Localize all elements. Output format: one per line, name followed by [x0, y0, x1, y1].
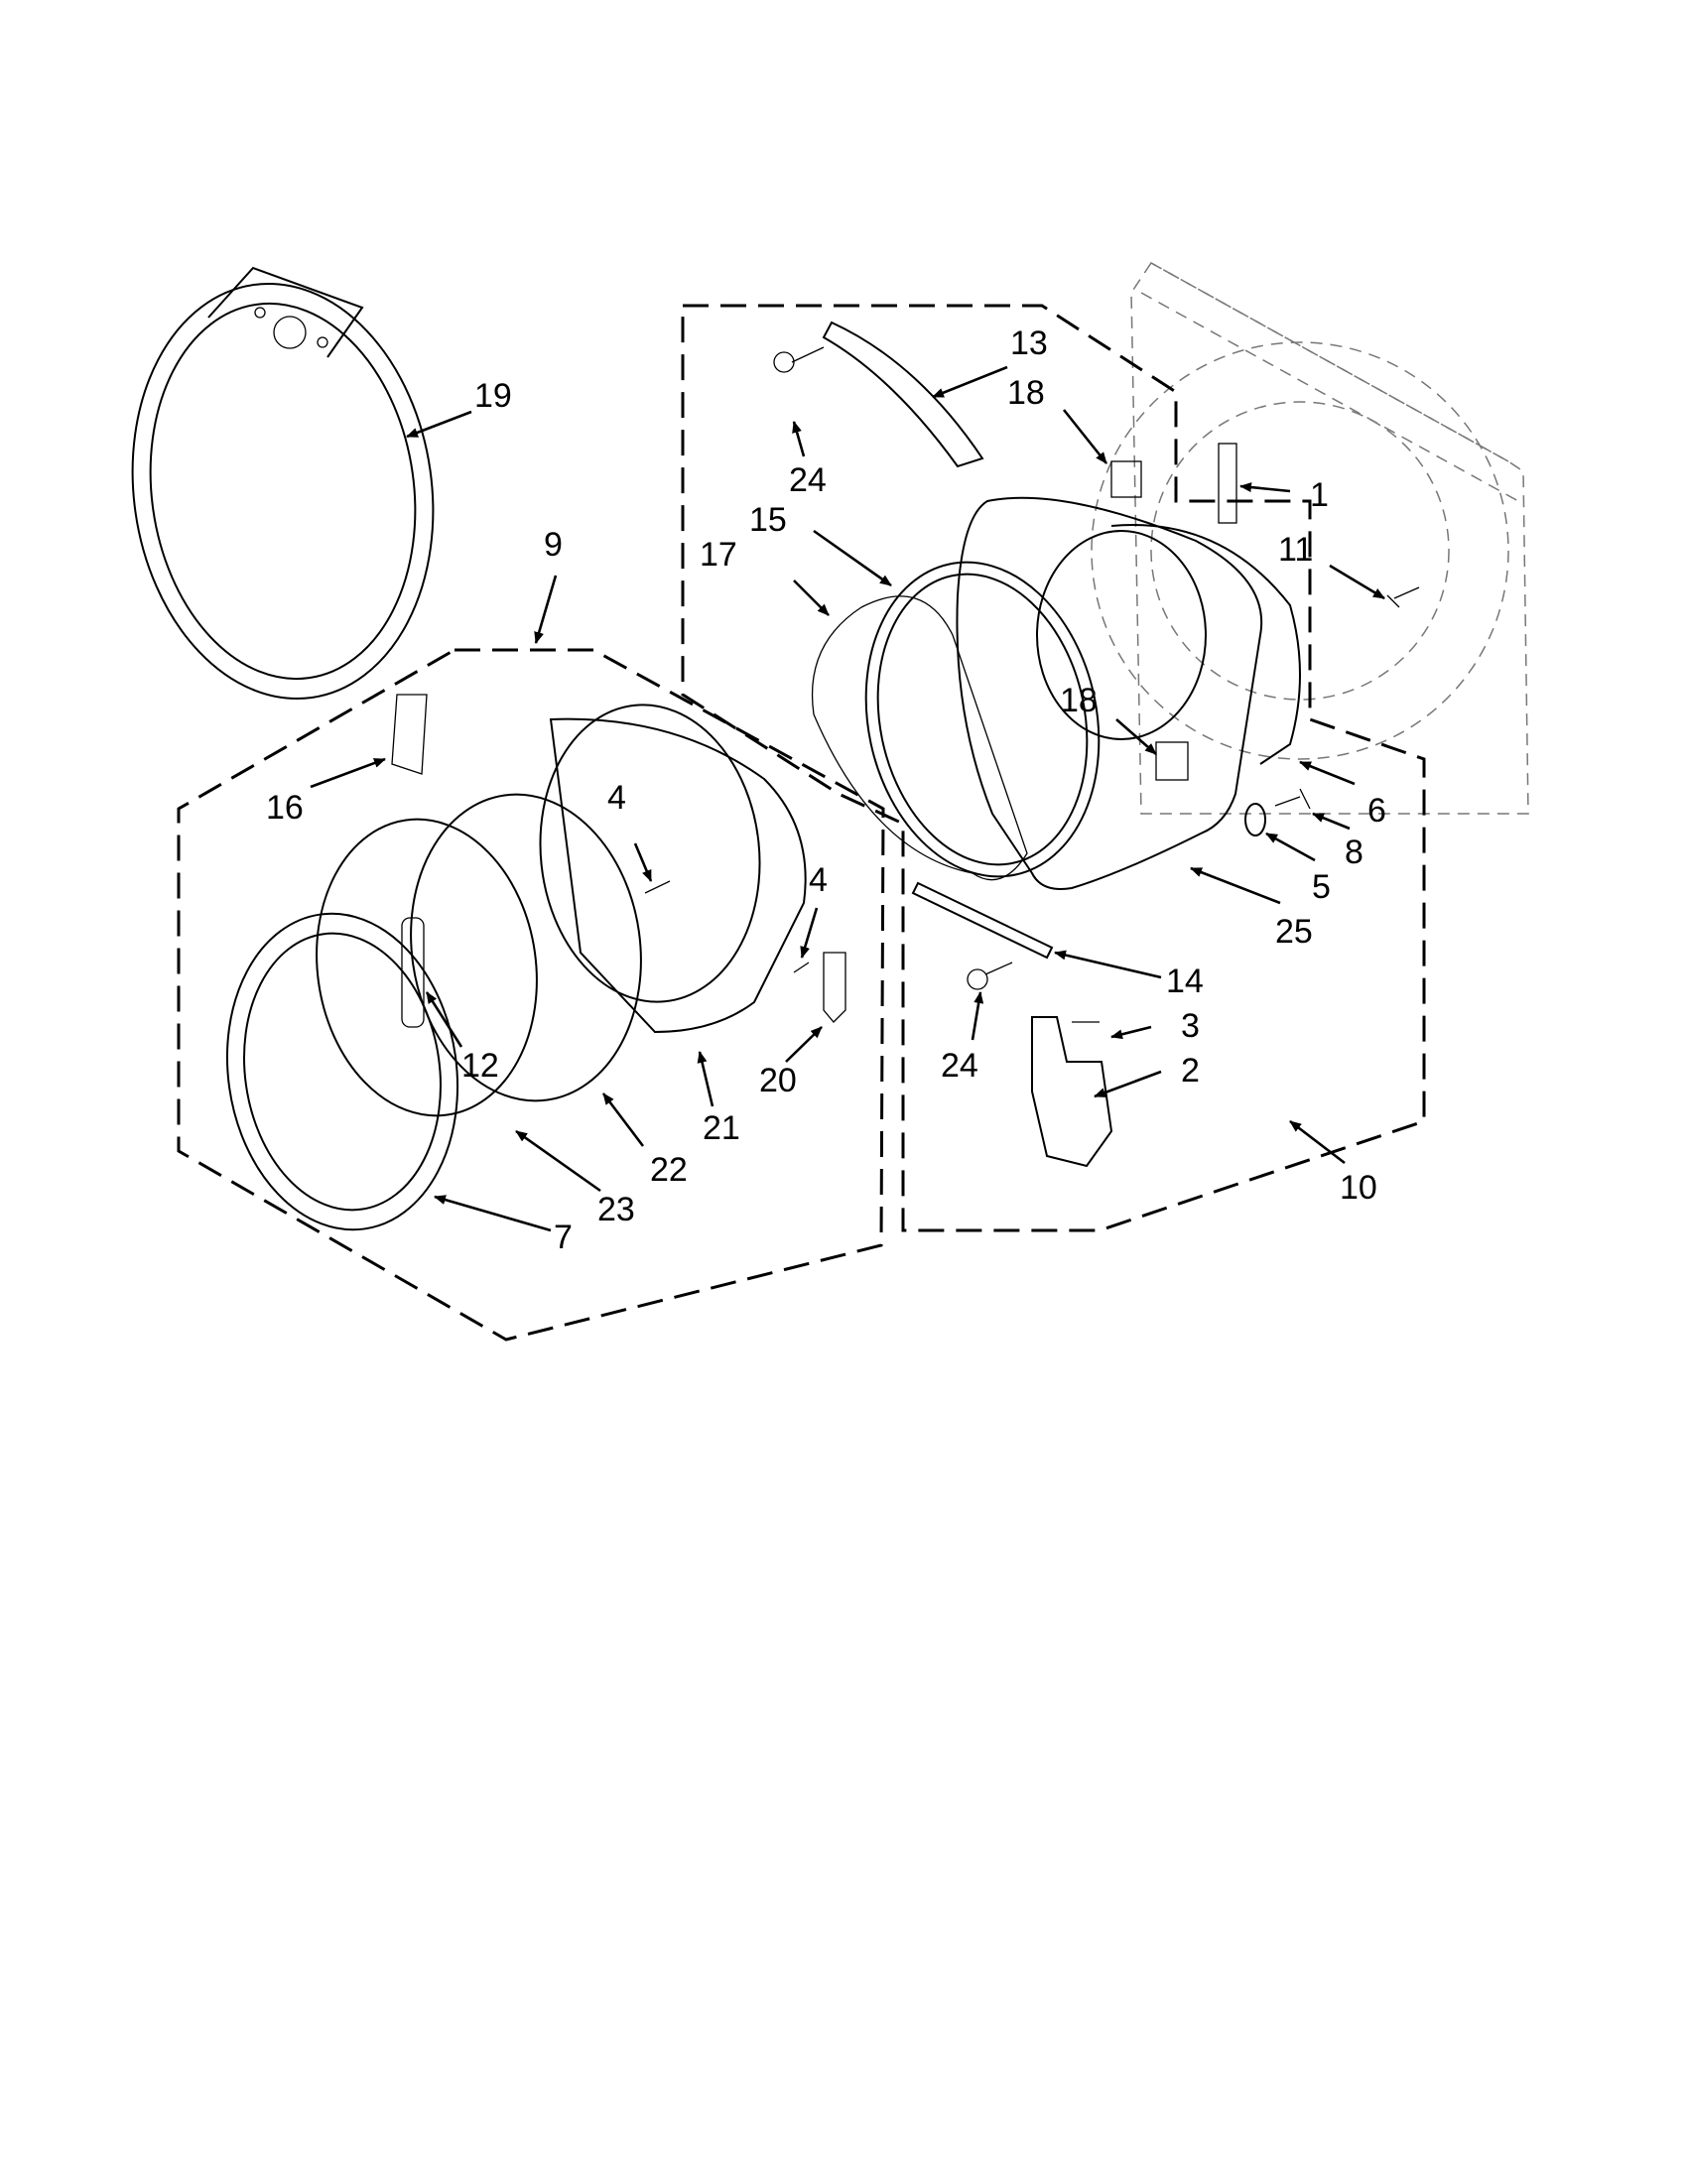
group-10-outline [681, 304, 1426, 1232]
part-11-screw [1386, 586, 1420, 608]
callout-22: 22 [650, 1151, 688, 1189]
callout-23: 23 [597, 1191, 635, 1228]
callout-24-a: 24 [789, 461, 827, 499]
callout-18-b: 18 [1060, 682, 1098, 719]
part-19-bulkhead [131, 266, 435, 701]
part-6-gasket [1110, 524, 1301, 765]
part-2-hinge [1031, 1016, 1113, 1168]
part-5-hinge-plate [1244, 788, 1311, 836]
callout-2: 2 [1181, 1052, 1200, 1090]
callout-15: 15 [749, 501, 787, 539]
callout-24-b: 24 [941, 1047, 978, 1085]
callout-10: 10 [1340, 1169, 1377, 1207]
callout-14: 14 [1166, 963, 1204, 1000]
callout-4-b: 4 [809, 861, 828, 899]
callout-7: 7 [554, 1219, 573, 1256]
callout-20: 20 [759, 1062, 797, 1099]
callout-4-a: 4 [607, 779, 626, 817]
callout-8: 8 [1345, 834, 1363, 871]
callout-11: 11 [1278, 531, 1313, 569]
cabinet-outline [1091, 262, 1529, 815]
callout-25: 25 [1275, 913, 1313, 951]
callout-12: 12 [461, 1047, 499, 1085]
callout-17: 17 [700, 536, 737, 574]
callout-9: 9 [544, 526, 563, 564]
callout-21: 21 [703, 1109, 740, 1147]
part-25-front-panel [811, 460, 1263, 890]
door-assembly [225, 694, 846, 1231]
part-13-bracket [773, 321, 984, 468]
leader-lines [310, 365, 1385, 1232]
callout-13: 13 [1010, 324, 1048, 362]
callout-3: 3 [1181, 1007, 1200, 1045]
callout-1: 1 [1310, 476, 1329, 514]
callout-labels: 1 2 3 4 4 5 6 7 8 9 10 11 12 13 14 15 16… [266, 324, 1386, 1256]
callout-6: 6 [1367, 792, 1386, 830]
callout-19: 19 [474, 377, 512, 415]
part-1-bracket [1218, 443, 1237, 524]
part-14-strip [911, 881, 1054, 990]
callout-18-a: 18 [1007, 374, 1045, 412]
callout-16: 16 [266, 789, 304, 827]
callout-5: 5 [1312, 868, 1331, 906]
group-9-outline [177, 648, 885, 1342]
